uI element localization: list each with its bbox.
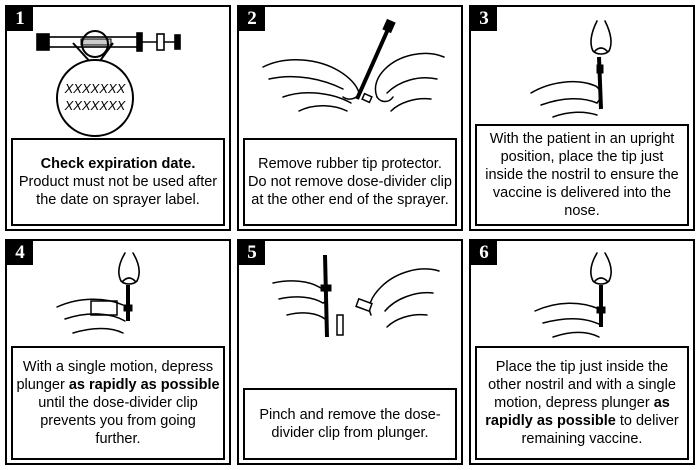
step-caption-1: Check expiration date. Product must not … <box>11 138 225 226</box>
nose-icon <box>590 20 612 55</box>
step-panel-2: 2 Remove rubber tip protector. Do not re… <box>237 5 463 231</box>
step-caption-2: Remove rubber tip protector. Do not remo… <box>243 138 457 226</box>
sprayer-icon <box>320 254 332 338</box>
magnifier-icon <box>56 30 134 137</box>
hand-icon <box>374 52 445 112</box>
nose-icon <box>590 252 612 285</box>
sprayer-icon <box>355 18 396 104</box>
hand-icon <box>530 80 602 118</box>
step-number-1: 1 <box>7 7 33 31</box>
second-nostril-illustration <box>534 252 612 338</box>
first-nostril-illustration <box>530 20 612 118</box>
step-text-2: Remove rubber tip protector. Do not remo… <box>248 156 452 208</box>
hand-icon <box>262 59 360 112</box>
clip-icon <box>336 297 373 336</box>
label-mark-line-1: XXXXXXX <box>64 81 127 96</box>
sprayer-icon <box>596 56 604 110</box>
step-number-2: 2 <box>239 7 265 31</box>
hand-icon <box>534 302 602 338</box>
step-text-1: Check expiration date. Product must not … <box>18 156 218 208</box>
step-text-6: Place the tip just inside the other nost… <box>485 359 679 447</box>
label-mark-line-2: XXXXXXX <box>64 98 127 113</box>
remove-tip-illustration <box>262 18 445 112</box>
hand-icon <box>56 298 126 334</box>
step-number-4: 4 <box>7 241 33 265</box>
step-panel-3: 3 With the patient in an upright positio… <box>469 5 695 231</box>
step-number-6: 6 <box>471 241 497 265</box>
nose-icon <box>118 252 140 285</box>
step-caption-3: With the patient in an upright position,… <box>475 124 689 226</box>
step-text-3: With the patient in an upright position,… <box>485 131 679 219</box>
step-panel-1: 1 XXXXXXX XXXXXXX Check expiration date.… <box>5 5 231 231</box>
step-number-3: 3 <box>471 7 497 31</box>
step-panel-6: 6 Place the tip just inside the other no… <box>469 239 695 465</box>
step-caption-4: With a single motion, depress plunger as… <box>11 346 225 460</box>
hand-icon <box>368 268 440 328</box>
remove-clip-illustration <box>272 254 440 338</box>
expiration-label-illustration: XXXXXXX XXXXXXX <box>36 30 181 137</box>
step-text-5: Pinch and remove the dose-divider clip f… <box>259 407 441 441</box>
hand-icon <box>272 280 328 320</box>
sprayer-icon <box>123 285 133 321</box>
step-text-4: With a single motion, depress plunger as… <box>16 359 220 447</box>
step-panel-4: 4 With a single motion, depress plunger … <box>5 239 231 465</box>
step-number-5: 5 <box>239 241 265 265</box>
sprayer-icon <box>596 285 606 327</box>
step-panel-5: 5 Pinch and remove the dose-divider clip… <box>237 239 463 465</box>
sprayer-icon <box>36 32 181 52</box>
step-caption-5: Pinch and remove the dose-divider clip f… <box>243 388 457 460</box>
step-caption-6: Place the tip just inside the other nost… <box>475 346 689 460</box>
depress-plunger-illustration <box>56 252 140 334</box>
